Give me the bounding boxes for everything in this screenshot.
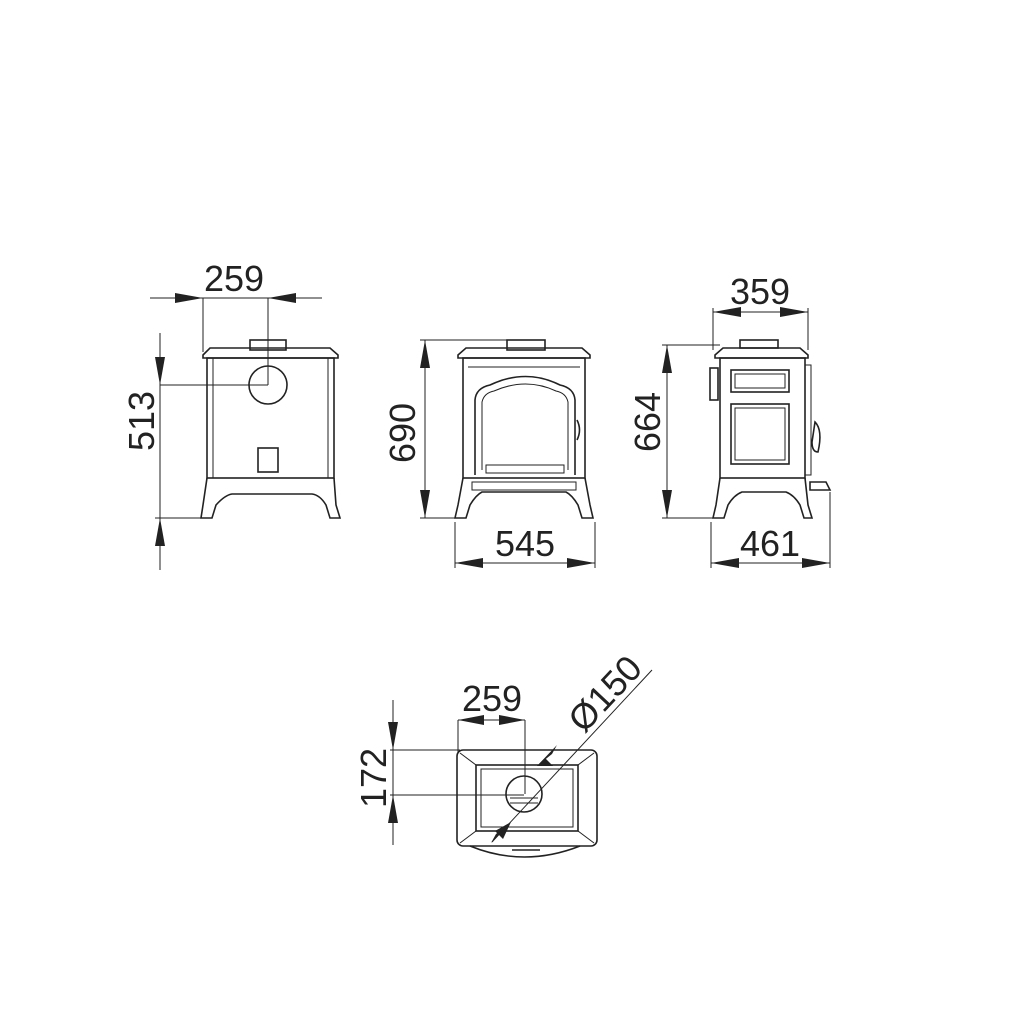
dim-side-depth-to-flue: 359	[730, 271, 790, 312]
dim-side-depth: 461	[740, 523, 800, 564]
dim-rear-width-to-flue: 259	[204, 258, 264, 299]
side-view: 359 664 461	[627, 271, 832, 568]
top-view: 259 172 Ø150	[353, 647, 653, 858]
rear-view: 259 513	[121, 258, 342, 570]
dim-top-width-to-flue: 259	[462, 678, 522, 719]
dim-rear-height-to-flue: 513	[121, 391, 162, 451]
dim-top-depth-to-flue: 172	[353, 748, 394, 808]
dim-front-height: 690	[382, 403, 423, 463]
front-view: 690 545	[382, 339, 596, 568]
top-flue-outlet	[505, 775, 543, 813]
dim-side-height: 664	[627, 392, 668, 452]
dim-flue-diameter: Ø150	[560, 647, 650, 739]
dim-front-width: 545	[495, 523, 555, 564]
